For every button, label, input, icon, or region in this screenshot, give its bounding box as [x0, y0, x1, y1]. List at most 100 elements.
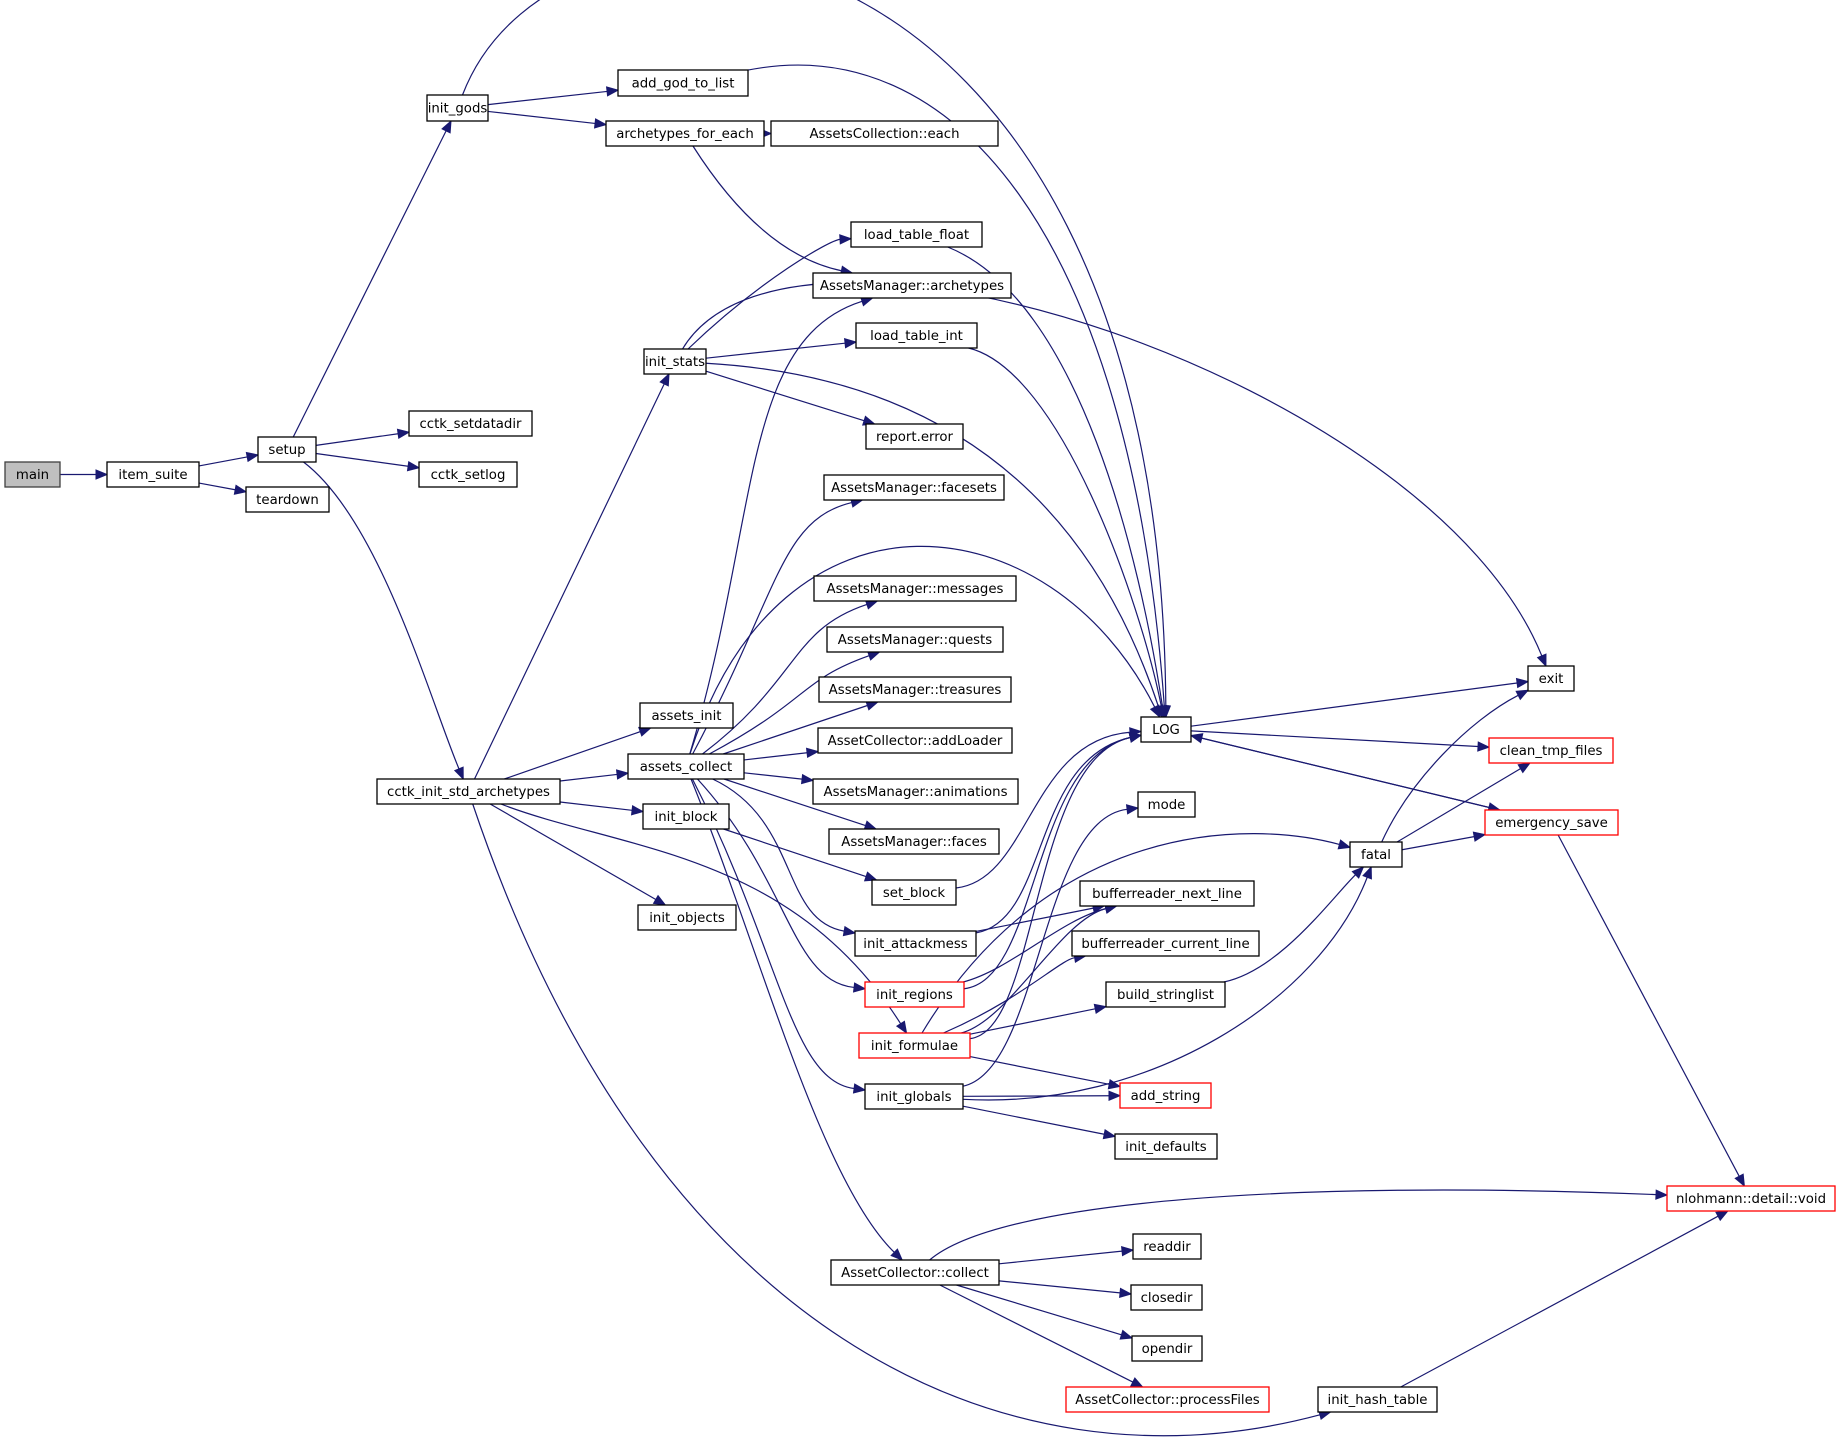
node-build-stringlist[interactable]: build_stringlist: [1105, 981, 1226, 1008]
node-box: [1666, 1185, 1836, 1212]
node-init-regions[interactable]: init_regions: [864, 981, 965, 1008]
node-load-table-float[interactable]: load_table_float: [850, 221, 983, 248]
arrowhead-icon: [441, 119, 452, 134]
edge-AssetCollector_collect-to-readdir: [998, 1250, 1123, 1265]
node-init-hash-table[interactable]: init_hash_table: [1317, 1386, 1438, 1413]
arrowhead-icon: [1102, 1128, 1117, 1140]
node-box: [426, 94, 489, 122]
node-init-objects[interactable]: init_objects: [637, 904, 737, 931]
edge-init_formulae-to-add_string: [969, 1055, 1110, 1085]
arrowhead-icon: [842, 925, 857, 937]
node-label: add_god_to_list: [632, 77, 735, 92]
node-assets-collect[interactable]: assets_collect: [627, 753, 745, 780]
edge-cctk_init_std_archetypes-to-assets_collect: [559, 773, 618, 782]
arrowhead-icon: [1715, 1210, 1729, 1222]
edge-init_stats-to-load_table_float: [687, 238, 841, 350]
node-archetypes-for-each[interactable]: archetypes_for_each: [605, 120, 765, 147]
edge-assets_collect-to-AssetsManager_facesets: [692, 502, 852, 755]
arrowhead-icon: [593, 118, 608, 129]
edge-load_table_int-to-LOG: [968, 347, 1162, 707]
arrowhead-icon: [1515, 677, 1530, 689]
edge-init_formulae-to-bufferreader_next_line: [961, 908, 1106, 1034]
node-readdir[interactable]: readdir: [1132, 1233, 1202, 1260]
arrowhead-icon: [1119, 1329, 1134, 1340]
node-init-defaults[interactable]: init_defaults: [1114, 1133, 1218, 1160]
edge-init_globals-to-add_string: [962, 1095, 1110, 1097]
node-assetsmanager-quests[interactable]: AssetsManager::quests: [826, 626, 1004, 653]
node-cctk-setlog[interactable]: cctk_setlog: [418, 461, 518, 488]
edge-cctk_init_std_archetypes-to-init_stats: [473, 383, 665, 780]
node-label: readdir: [1143, 1240, 1191, 1255]
node-assetsmanager-animations[interactable]: AssetsManager::animations: [812, 778, 1019, 805]
node-closedir[interactable]: closedir: [1130, 1284, 1203, 1311]
arrowhead-icon: [245, 451, 260, 463]
node-assetscollection-each[interactable]: AssetsCollection::each: [770, 120, 999, 147]
node-teardown[interactable]: teardown: [245, 486, 330, 513]
node-assetsmanager-faces[interactable]: AssetsManager::faces: [828, 828, 1000, 855]
node-setup[interactable]: setup: [257, 436, 317, 463]
node-init-gods[interactable]: init_gods: [426, 94, 489, 122]
node-assetcollector-collect[interactable]: AssetCollector::collect: [830, 1259, 1000, 1286]
arrowhead-icon: [1362, 865, 1372, 880]
node-exit[interactable]: exit: [1527, 665, 1575, 692]
arrowhead-icon: [1734, 1173, 1745, 1188]
node-assetsmanager-treasures[interactable]: AssetsManager::treasures: [818, 676, 1012, 703]
node-label: AssetCollector::processFiles: [1075, 1393, 1260, 1408]
node-report-error[interactable]: report.error: [865, 423, 964, 450]
node-box: [770, 120, 999, 147]
arrowhead-icon: [1189, 733, 1204, 744]
node-init-formulae[interactable]: init_formulae: [858, 1032, 971, 1059]
node-assets-init[interactable]: assets_init: [639, 702, 734, 729]
node-box: [1132, 1233, 1202, 1260]
node-label: init_formulae: [871, 1039, 958, 1054]
node-box: [1488, 737, 1614, 764]
node-main[interactable]: main: [4, 461, 61, 488]
node-label: AssetsManager::animations: [823, 785, 1007, 800]
arrowhead-icon: [659, 372, 670, 387]
node-add-god-to-list[interactable]: add_god_to_list: [617, 69, 749, 97]
node-box: [106, 461, 200, 488]
arrowhead-icon: [866, 650, 881, 661]
node-label: bufferreader_current_line: [1081, 937, 1249, 952]
edge-LOG-to-clean_tmp_files: [1190, 730, 1479, 748]
node-log[interactable]: LOG: [1140, 716, 1192, 743]
node-mode[interactable]: mode: [1137, 791, 1196, 818]
node-bufferreader-current-line[interactable]: bufferreader_current_line: [1071, 930, 1260, 957]
node-init-block[interactable]: init_block: [642, 803, 730, 830]
arrowhead-icon: [852, 1083, 867, 1094]
node-box: [637, 904, 737, 931]
node-init-globals[interactable]: init_globals: [864, 1083, 964, 1110]
node-init-stats[interactable]: init_stats: [643, 348, 707, 375]
node-box: [1130, 1284, 1203, 1311]
node-assetcollector-processfiles[interactable]: AssetCollector::processFiles: [1065, 1386, 1270, 1413]
arrowhead-icon: [1107, 1079, 1122, 1090]
node-assetsmanager-archetypes[interactable]: AssetsManager::archetypes: [812, 272, 1012, 299]
node-add-string[interactable]: add_string: [1119, 1082, 1212, 1109]
node-set-block[interactable]: set_block: [871, 879, 957, 906]
node-cctk-setdatadir[interactable]: cctk_setdatadir: [408, 410, 533, 437]
node-init-attackmess[interactable]: init_attackmess: [854, 930, 977, 957]
node-cctk-init-std-archetypes[interactable]: cctk_init_std_archetypes: [376, 778, 561, 805]
node-load-table-int[interactable]: load_table_int: [855, 322, 978, 349]
node-assetsmanager-messages[interactable]: AssetsManager::messages: [813, 575, 1017, 602]
edge-assets_collect-to-LOG: [689, 545, 1156, 755]
arrowhead-icon: [1125, 804, 1140, 815]
node-box: [855, 322, 978, 349]
node-box: [812, 272, 1012, 299]
node-opendir[interactable]: opendir: [1131, 1335, 1203, 1362]
node-label: exit: [1539, 672, 1564, 687]
node-box: [605, 120, 765, 147]
edge-assets_collect-to-AssetCollector_collect: [690, 778, 895, 1253]
node-box: [1137, 791, 1196, 818]
node-clean-tmp-files[interactable]: clean_tmp_files: [1488, 737, 1614, 764]
node-nlohmann-detail-void[interactable]: nlohmann::detail::void: [1666, 1185, 1836, 1212]
node-assetsmanager-facesets[interactable]: AssetsManager::facesets: [823, 474, 1005, 501]
node-assetcollector-addloader[interactable]: AssetCollector::addLoader: [817, 727, 1013, 754]
node-box: [617, 69, 749, 97]
node-bufferreader-next-line[interactable]: bufferreader_next_line: [1079, 880, 1255, 907]
node-fatal[interactable]: fatal: [1349, 841, 1403, 868]
node-item-suite[interactable]: item_suite: [106, 461, 200, 488]
node-emergency-save[interactable]: emergency_save: [1484, 809, 1619, 836]
arrowhead-icon: [1093, 1003, 1108, 1015]
